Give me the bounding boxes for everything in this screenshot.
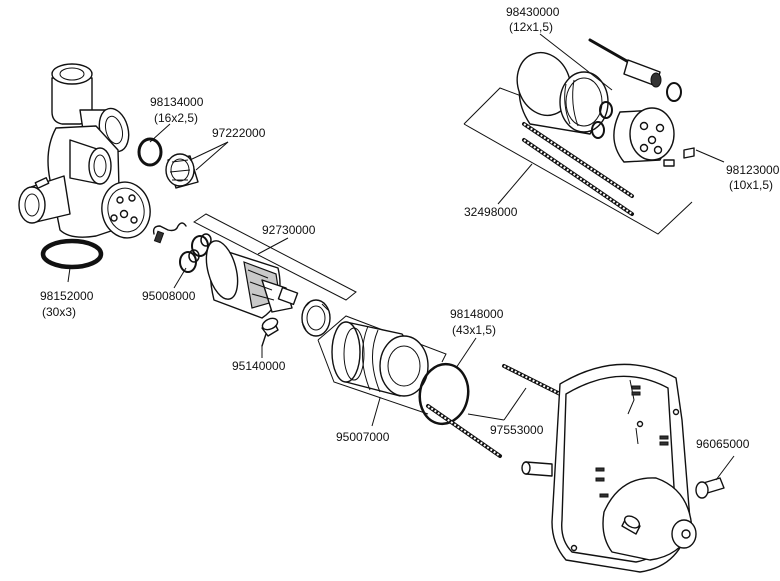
plug-97222000 [165, 153, 199, 189]
leader-lines [67, 33, 735, 481]
spindle-98430000 [588, 38, 682, 102]
label-98148000-spec: (43x1,5) [452, 323, 496, 337]
o-rings-95008000 [179, 233, 212, 273]
label-98134000-spec: (16x2,5) [154, 111, 198, 125]
label-98148000-number: 98148000 [450, 307, 504, 321]
label-98152000-number: 98152000 [40, 289, 94, 303]
screw-96065000 [695, 477, 725, 499]
body-cylinder [516, 51, 609, 135]
label-97553000-number: 97553000 [490, 423, 544, 437]
o-ring-98148000 [418, 362, 470, 426]
o-ring-98152000 [40, 238, 104, 270]
clip-part [152, 222, 187, 235]
small-ring-a [599, 101, 613, 119]
small-ring-b [591, 121, 605, 139]
threaded-rods-set [522, 122, 634, 216]
housing-body [521, 363, 697, 573]
label-98152000-spec: (30x3) [42, 305, 76, 319]
cartridge-92730000 [205, 240, 299, 319]
sleeve-95007000 [331, 321, 429, 397]
nut-part [301, 299, 331, 337]
label-95008000-number: 95008000 [142, 289, 196, 303]
cartridge-group-frame [193, 213, 357, 301]
label-98430000-spec: (12x1,5) [509, 20, 553, 34]
threaded-rods-97553000 [426, 364, 578, 458]
pins [663, 147, 695, 167]
label-95140000-number: 95140000 [232, 359, 286, 373]
label-98123000-spec: (10x1,5) [729, 178, 773, 192]
label-98430000-number: 98430000 [506, 5, 560, 19]
valve-body [18, 63, 151, 239]
label-95007000-number: 95007000 [336, 430, 390, 444]
label-92730000-number: 92730000 [262, 223, 316, 237]
o-ring-98134000 [137, 137, 163, 167]
label-32498000-number: 32498000 [464, 205, 518, 219]
label-98123000-number: 98123000 [726, 163, 780, 177]
label-96065000-number: 96065000 [696, 437, 750, 451]
label-98134000-number: 98134000 [150, 95, 204, 109]
label-97222000-number: 97222000 [212, 126, 266, 140]
disk-part [613, 107, 675, 163]
screw-95140000 [261, 317, 279, 347]
